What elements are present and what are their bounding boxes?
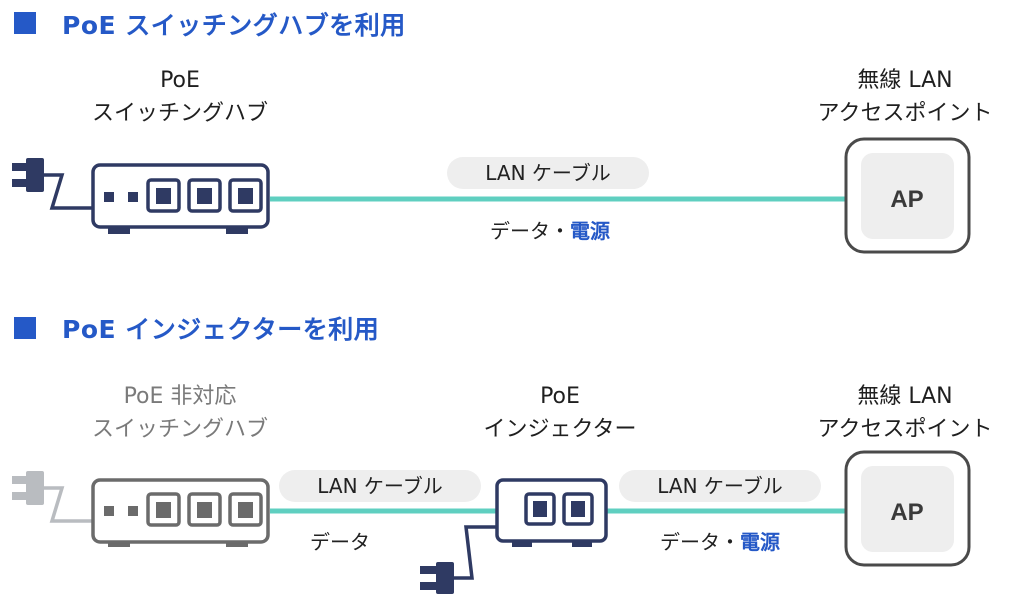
section2-injector-power-plug-icon	[420, 525, 497, 594]
section2-poe-injector-icon	[495, 478, 608, 547]
section2-ap-label-line2: アクセスポイント	[817, 417, 993, 442]
section1-cable-note: データ・電源	[450, 215, 650, 244]
section1-switch-port	[146, 178, 181, 213]
section1-ap-label-line1: 無線 LAN	[857, 68, 953, 93]
section2-ap-label-line1: 無線 LAN	[857, 384, 953, 409]
section1-note-data: データ・	[490, 219, 570, 243]
section2-heading-marker	[14, 317, 36, 339]
section2-switch-port	[187, 492, 222, 527]
section1-poe-switch-icon	[91, 163, 270, 234]
section2-left-cable-label: LAN ケーブル	[279, 470, 481, 502]
section1-note-power: 電源	[570, 219, 610, 243]
section2-injector-label-line2: インジェクター	[483, 417, 637, 442]
section2-injector-label-line1: PoE	[540, 384, 580, 409]
section1-heading-marker	[14, 12, 36, 34]
section1-cable-label: LAN ケーブル	[447, 157, 649, 189]
section2-switch-label-line1: PoE 非対応	[123, 384, 237, 409]
section2-switch-label-line2: スイッチングハブ	[91, 417, 268, 442]
section2-note-data: データ・	[660, 530, 740, 554]
section2-right-cable-label: LAN ケーブル	[619, 470, 821, 502]
section2-note-power: 電源	[740, 530, 780, 554]
section2-right-cable-note: データ・電源	[620, 526, 820, 555]
section1-switch-port	[187, 178, 222, 213]
section1-switch-label: PoE スイッチングハブ	[60, 64, 300, 130]
section1-power-plug-icon	[12, 158, 94, 210]
section1-ap-label-line2: アクセスポイント	[817, 101, 993, 126]
section1-ap-badge: AP	[890, 186, 923, 213]
section2-left-cable-note: データ	[310, 530, 370, 554]
section2-switch-icon	[91, 478, 270, 547]
section2-switch-port	[146, 492, 181, 527]
section2-ap-badge: AP	[890, 499, 923, 526]
section1-access-point-icon: AP	[844, 137, 971, 254]
section2-ap-label: 無線 LAN アクセスポイント	[800, 380, 1010, 446]
section1-ap-label: 無線 LAN アクセスポイント	[800, 64, 1010, 130]
section2-power-plug-icon	[12, 471, 94, 523]
section2-switch-port	[228, 492, 263, 527]
section1-switch-label-line2: スイッチングハブ	[91, 101, 268, 126]
section1-switch-label-line1: PoE	[160, 68, 200, 93]
section2-injector-label: PoE インジェクター	[455, 380, 665, 446]
section2-switch-label: PoE 非対応 スイッチングハブ	[60, 380, 300, 446]
section2-injector-port	[562, 492, 594, 526]
section1-switch-port	[228, 178, 263, 213]
section2-access-point-icon: AP	[844, 450, 971, 567]
section2-injector-port	[524, 492, 556, 526]
section1-heading: PoE スイッチングハブを利用	[62, 11, 406, 40]
section2-heading: PoE インジェクターを利用	[62, 315, 380, 344]
